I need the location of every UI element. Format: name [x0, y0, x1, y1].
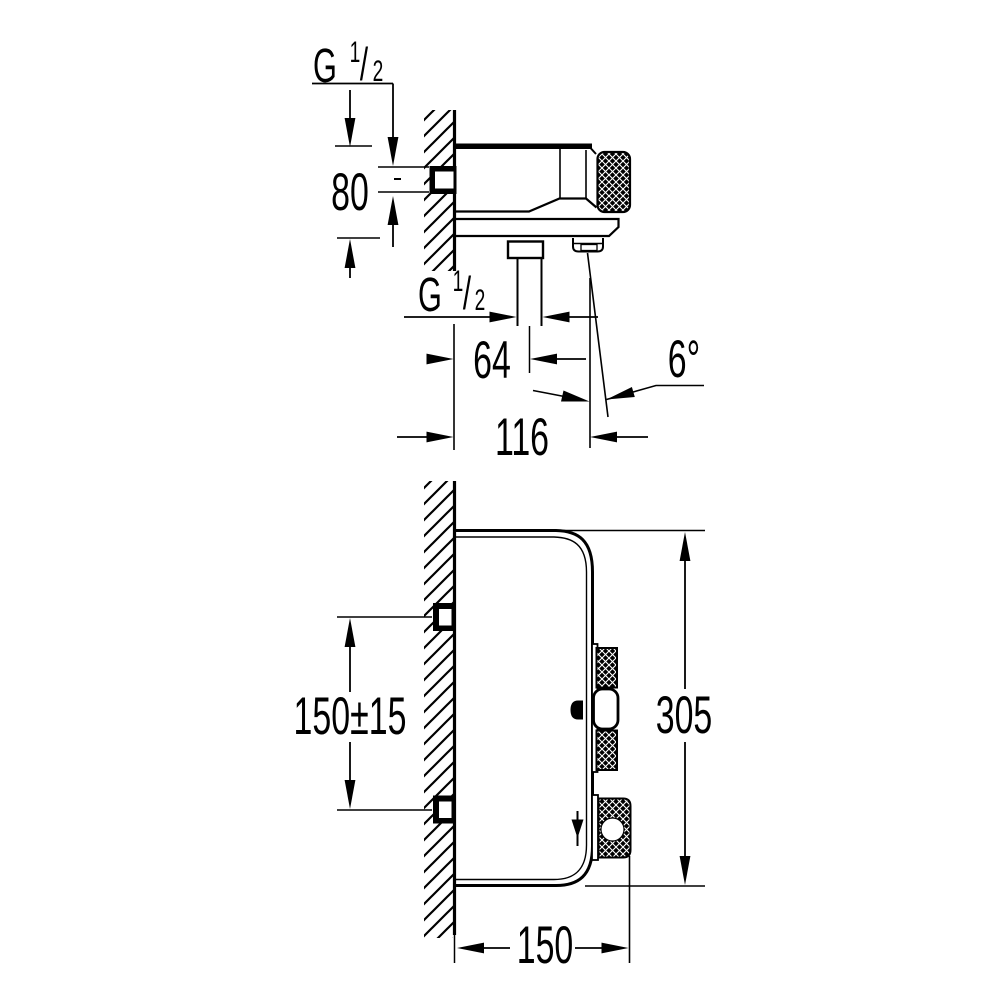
- arrowhead: [590, 431, 617, 443]
- wall-union-bottom-bore: [439, 801, 452, 818]
- dim-spout-angle: 6°: [532, 331, 704, 402]
- body-outline-inner: [455, 536, 588, 881]
- body-top-edge: [456, 143, 592, 149]
- thermostat-knob-knurled: [596, 150, 632, 214]
- dim-angle-label: 6°: [668, 331, 700, 389]
- arrowhead: [601, 942, 629, 954]
- dim-116-label: 116: [495, 409, 549, 467]
- dim-305-label: 305: [656, 687, 713, 745]
- grip-knurled-upper: [595, 647, 618, 689]
- dim-64-label: 64: [473, 332, 511, 390]
- spout-angle-line: [586, 252, 609, 418]
- label-thread-hose-g: G: [418, 268, 442, 322]
- arrowhead: [426, 353, 454, 365]
- dim-hose-thread: G 1 / 2: [404, 265, 598, 323]
- label-thread-top-slash: /: [360, 40, 368, 91]
- dim-body-height: 80: [331, 145, 429, 278]
- wall-hatch-front: [424, 481, 453, 938]
- dim-top-thread: G 1 / 2: [312, 36, 399, 166]
- arrowhead: [344, 118, 356, 147]
- select-button-profile: [570, 700, 583, 720]
- diverter-base-strip: [591, 794, 599, 861]
- label-thread-hose-num: 1: [453, 265, 464, 298]
- arrowhead: [344, 239, 356, 268]
- wall-union-top-bore: [439, 609, 452, 626]
- arrowhead: [530, 353, 557, 365]
- arrowhead: [489, 311, 517, 323]
- shelf-ledge: [453, 217, 620, 238]
- label-thread-top-num: 1: [350, 36, 361, 69]
- label-thread-hose-den: 2: [475, 284, 486, 317]
- label-thread-top-g: G: [313, 39, 337, 93]
- dim-150-label: 150: [517, 917, 574, 975]
- label-thread-hose-slash: /: [463, 269, 471, 320]
- arrowhead: [606, 387, 635, 400]
- body-bottom-edge: [456, 197, 598, 213]
- arrowhead: [679, 532, 691, 561]
- arrowhead: [344, 618, 356, 647]
- dim-total-depth: 150: [457, 856, 631, 975]
- dim-connection-spacing: 150±15: [294, 616, 432, 811]
- dim-total-height: 305: [560, 529, 713, 887]
- side-view: G 1 / 2 80 G 1 / 2: [312, 36, 704, 467]
- dim-wall-to-hose: 64: [426, 332, 586, 390]
- inlet-union-bore: [435, 171, 454, 189]
- body-top-step: [590, 147, 597, 155]
- diverter-direction-arrowhead: [571, 819, 584, 838]
- hose-outlet-collar: [506, 240, 545, 260]
- front-view: 150±15 305 150: [294, 481, 713, 975]
- label-thread-top-den: 2: [373, 55, 384, 88]
- arrowhead: [387, 137, 399, 166]
- dim-150pm15-label: 150±15: [294, 688, 407, 746]
- grip-knurled-lower: [595, 729, 618, 771]
- arrowhead: [679, 856, 691, 885]
- diverter-knob-dot: [600, 817, 625, 842]
- arrowhead: [457, 942, 484, 954]
- dim-80-label: 80: [331, 164, 369, 222]
- arrowhead: [387, 196, 399, 225]
- dim-wall-to-spout: 116: [397, 409, 648, 467]
- arrowhead: [426, 431, 454, 443]
- spout-aerator: [580, 243, 598, 252]
- arrowhead: [561, 390, 590, 402]
- arrowhead: [344, 780, 356, 809]
- arrowhead: [542, 311, 570, 323]
- smartcontrol-button: [592, 687, 620, 731]
